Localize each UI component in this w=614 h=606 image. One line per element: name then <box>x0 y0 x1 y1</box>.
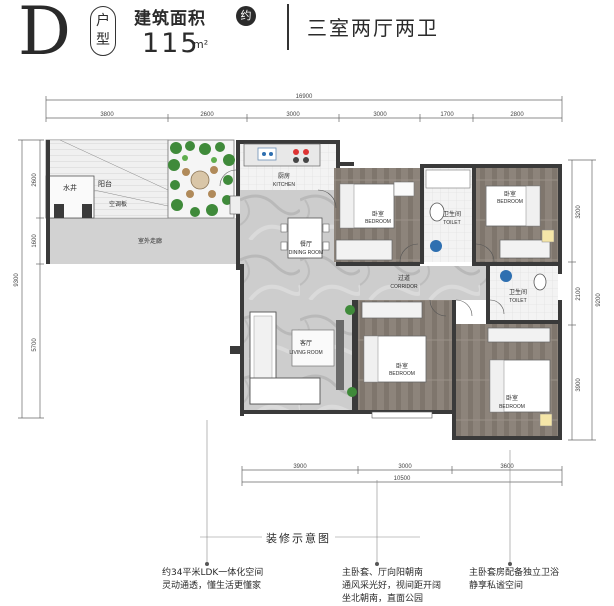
caption-orientation: 主卧套、厅向阳朝南 通风采光好，视间距开阔 坐北朝南，直面公园 <box>342 567 441 606</box>
caption-orientation-line-3: 坐北朝南，直面公园 <box>342 594 424 604</box>
dim-left-3: 5700 <box>32 338 38 352</box>
dining-label-cn: 餐厅 <box>300 240 312 248</box>
top-dimensions <box>45 96 563 122</box>
dim-bottom-1: 3900 <box>293 464 307 470</box>
caption-master-line-2: 静享私谧空间 <box>469 581 524 591</box>
dim-left-2: 1600 <box>32 234 38 248</box>
toilet-south-label-cn: 卫生间 <box>509 288 527 296</box>
caption-master-suite: 主卧套房配备独立卫浴 静享私谧空间 <box>469 567 559 593</box>
bedroom-3-label-cn: 卧室 <box>396 362 408 370</box>
toilet-bowl-south <box>533 273 547 291</box>
greenery <box>168 141 235 217</box>
air-con-board-label: 空调板 <box>109 200 127 208</box>
caption-ldk-line-2: 灵动通透，懂生活更懂家 <box>162 581 262 591</box>
bedroom-4-label-en: BEDROOM <box>499 404 525 410</box>
washbasin-south <box>500 270 512 282</box>
bedroom-1-label-cn: 卧室 <box>372 210 384 218</box>
corridor-floor <box>330 266 486 300</box>
wardrobe-4 <box>487 327 551 343</box>
bedroom-3-label-en: BEDROOM <box>389 371 415 377</box>
toilet-north-label-en: TOILET <box>443 220 460 226</box>
bedroom-2-label-cn: 卧室 <box>504 190 516 198</box>
dim-left-total: 9300 <box>14 273 20 287</box>
living-label-cn: 客厅 <box>300 339 312 347</box>
wardrobe-1 <box>335 239 393 261</box>
sofa <box>249 311 321 405</box>
bedroom-1-label-en: BEDROOM <box>365 219 391 225</box>
unit-type-letter: D <box>18 0 71 70</box>
dim-bottom-3: 3600 <box>500 464 514 470</box>
unit-type-char-1: 户 <box>96 13 110 29</box>
bedroom-4-label-cn: 卧室 <box>506 394 518 402</box>
dim-top-1: 3800 <box>100 112 114 118</box>
dim-right-1: 3200 <box>576 205 582 219</box>
stove <box>293 149 309 163</box>
dim-right-total: 9200 <box>596 293 602 307</box>
dim-top-6: 2800 <box>510 112 524 118</box>
dim-top-4: 3000 <box>373 112 387 118</box>
caption-orientation-line-1: 主卧套、厅向阳朝南 <box>342 568 424 578</box>
decoration-caption: 装修示意图 <box>262 530 335 546</box>
dim-bottom-2: 3000 <box>398 464 412 470</box>
dim-left-1: 2600 <box>32 173 38 187</box>
dim-top-3: 3000 <box>286 112 300 118</box>
water-well-label: 水井 <box>63 183 77 192</box>
right-dimensions <box>568 159 596 441</box>
toilet-south-label-en: TOILET <box>509 298 526 304</box>
outdoor-corridor-label: 室外走廊 <box>138 237 162 245</box>
coffee-table <box>291 329 335 367</box>
dim-right-3: 3900 <box>576 378 582 392</box>
kitchen-counter <box>243 143 321 167</box>
kitchen-label-cn: 厨房 <box>278 172 290 180</box>
left-dimensions <box>18 139 44 419</box>
approx-badge: 约 <box>236 6 256 26</box>
area-unit: m² <box>193 38 209 51</box>
caption-ldk: 约34平米LDK一体化空间 灵动通透，懂生活更懂家 <box>162 567 263 593</box>
dining-label-en: DINING ROOM <box>289 250 323 256</box>
plants <box>345 305 357 397</box>
dining-table <box>280 217 330 259</box>
washbasin-north <box>430 240 442 252</box>
bedroom-2-label-en: BEDROOM <box>497 199 523 205</box>
building-area-label: 建筑面积 <box>134 9 206 29</box>
kitchen-label-en: KITCHEN <box>273 182 295 188</box>
outdoor-corridor <box>46 218 242 264</box>
tv-cabinet <box>336 320 344 390</box>
dim-top-2: 2600 <box>200 112 214 118</box>
caption-master-line-1: 主卧套房配备独立卫浴 <box>469 568 560 578</box>
caption-orientation-line-2: 通风采光好，视间距开阔 <box>342 581 442 591</box>
kitchen-sink <box>257 147 277 161</box>
area-value: 115 <box>142 28 200 59</box>
unit-type-char-2: 型 <box>96 32 110 48</box>
wardrobe-3 <box>361 301 423 319</box>
wardrobe-2 <box>499 239 551 259</box>
dim-overall-top: 16900 <box>296 94 313 100</box>
dim-top-5: 1700 <box>440 112 454 118</box>
caption-ldk-line-1: 约34平米LDK一体化空间 <box>162 568 264 578</box>
living-label-en: LIVING ROOM <box>289 350 322 356</box>
bottom-dimensions <box>241 466 563 486</box>
corridor-label-cn: 过道 <box>398 274 410 282</box>
toilet-bowl-north <box>429 202 445 222</box>
header-divider <box>287 4 289 50</box>
balcony-label: 阳台 <box>98 179 112 188</box>
door-swings <box>219 169 505 317</box>
corridor-label-en: CORRIDOR <box>390 284 418 290</box>
dim-right-2: 2100 <box>576 287 582 301</box>
garden-furniture <box>182 166 218 198</box>
layout-description: 三室两厅两卫 <box>307 16 439 40</box>
unit-type-badge: 户 型 <box>90 6 116 56</box>
window-bay-1 <box>371 411 433 419</box>
toilet-north-label-cn: 卫生间 <box>443 210 461 218</box>
dim-overall-bottom: 10500 <box>394 476 411 482</box>
